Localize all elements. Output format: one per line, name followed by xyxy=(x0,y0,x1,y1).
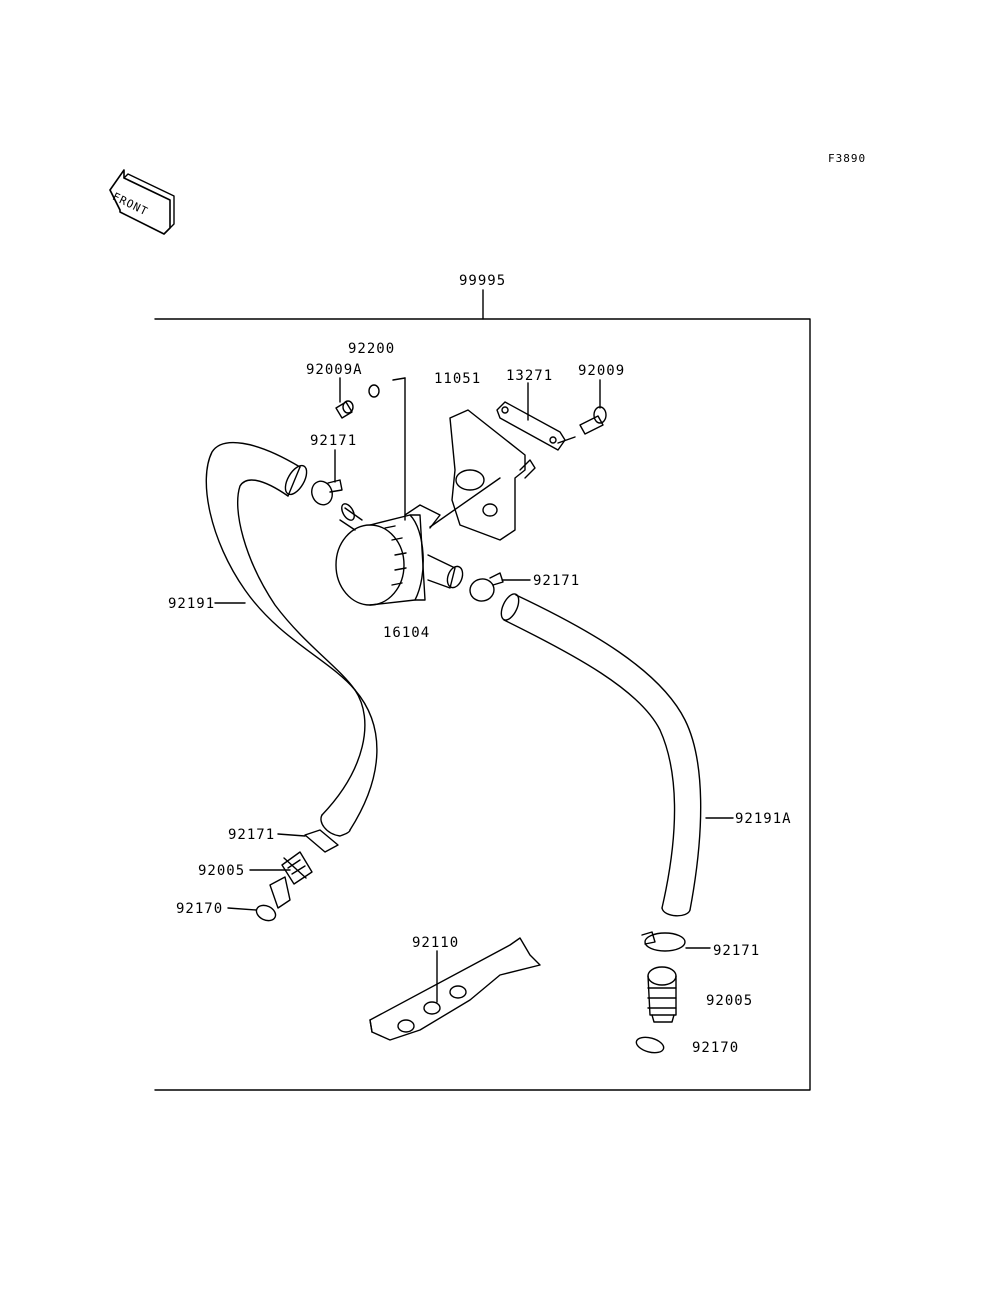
assembly-number: 99995 xyxy=(459,273,507,289)
leader-92171-ll xyxy=(277,833,306,837)
part-label-92191A: 92191A xyxy=(735,811,792,827)
washer-92200 xyxy=(368,384,380,398)
part-label-16104: 16104 xyxy=(383,625,431,641)
part-label-92009: 92009 xyxy=(578,363,626,379)
part-label-13271: 13271 xyxy=(506,368,554,384)
part-label-92191: 92191 xyxy=(168,596,216,612)
part-label-92005-right: 92005 xyxy=(706,993,754,1009)
part-label-92171-mid: 92171 xyxy=(533,573,581,589)
part-label-92171-upper: 92171 xyxy=(310,433,358,449)
valve-16104 xyxy=(335,503,464,606)
part-label-92170-left: 92170 xyxy=(176,901,224,917)
guard-92110 xyxy=(369,937,541,1041)
part-label-11051: 11051 xyxy=(434,371,482,387)
bolt-92009A xyxy=(335,400,354,419)
figure-code: F3890 xyxy=(828,152,867,165)
part-label-92170-right: 92170 xyxy=(692,1040,740,1056)
fitting-92005-right xyxy=(647,966,677,1023)
hose-92191 xyxy=(205,441,378,837)
clamp-92171-lower-left xyxy=(304,829,339,853)
part-label-92171-lower-left: 92171 xyxy=(228,827,276,843)
plate-13271 xyxy=(496,401,576,451)
front-arrow-icon xyxy=(109,169,175,235)
part-label-92005-left: 92005 xyxy=(198,863,246,879)
bolt-92009 xyxy=(579,406,607,435)
hose-92191A xyxy=(500,593,702,917)
clamp-92170-right xyxy=(635,1036,665,1054)
clamp-92170-left xyxy=(255,904,277,922)
part-label-92200: 92200 xyxy=(348,341,396,357)
assembly-frame xyxy=(154,318,811,1091)
part-label-92110: 92110 xyxy=(412,935,460,951)
fitting-92005-left xyxy=(269,851,313,909)
leader-92200 xyxy=(392,377,406,381)
part-label-92009A: 92009A xyxy=(306,362,363,378)
leader-92170-left xyxy=(227,907,257,911)
part-label-92171-lower-right: 92171 xyxy=(713,943,761,959)
clamp-92171-mid xyxy=(469,572,504,602)
clamp-92171-upper xyxy=(311,479,343,506)
bracket-11051 xyxy=(429,409,536,541)
clamp-92171-lower-right xyxy=(641,931,686,952)
